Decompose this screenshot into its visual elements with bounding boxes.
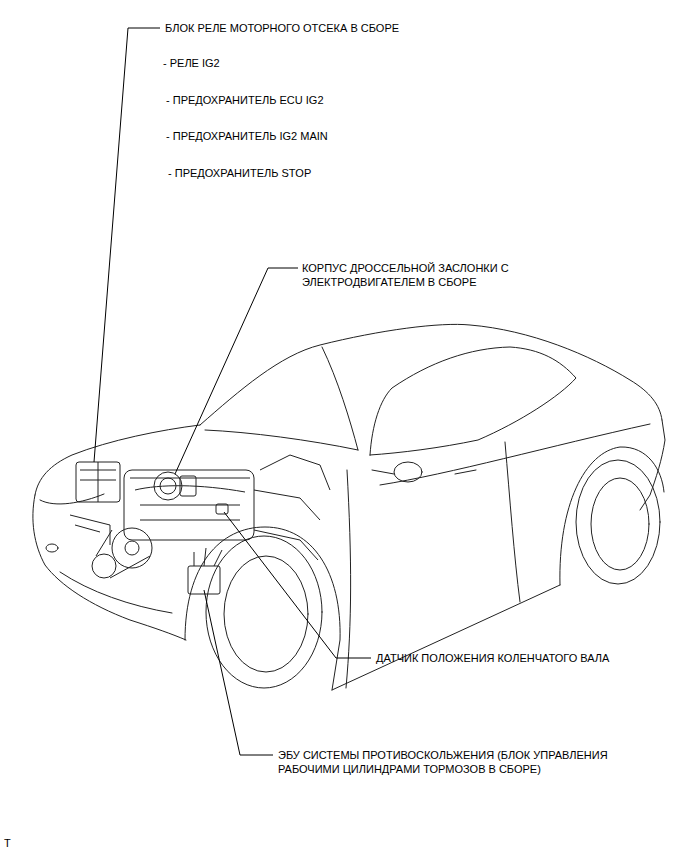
side-window — [370, 347, 576, 455]
door-handle — [455, 470, 476, 474]
mirror-stem — [372, 470, 394, 474]
abs-unit — [188, 566, 220, 594]
engine-block — [124, 470, 254, 540]
part-label: КОРПУС ДРОССЕЛЬНОЙ ЗАСЛОНКИ С ЭЛЕКТРОДВИ… — [302, 261, 527, 289]
roof-line — [200, 324, 662, 425]
leader-line — [175, 268, 298, 474]
leader-line — [94, 28, 160, 462]
throttle-motor — [180, 476, 196, 496]
lower-grille — [60, 572, 172, 613]
part-label: ДАТЧИК ПОЛОЖЕНИЯ КОЛЕНЧАТОГО ВАЛА — [376, 651, 609, 665]
windshield-base — [205, 430, 358, 450]
part-label: - ПРЕДОХРАНИТЕЛЬ ECU IG2 — [166, 93, 324, 107]
rear-wheel-arch — [560, 447, 664, 585]
pulley — [112, 528, 152, 568]
pulley — [92, 554, 116, 578]
car-body — [33, 324, 665, 690]
part-label: - ПРЕДОХРАНИТЕЛЬ IG2 MAIN — [166, 129, 328, 143]
front-rim — [224, 556, 308, 672]
side-sill — [332, 585, 560, 690]
door-front-edge — [346, 470, 351, 688]
part-label: - ПРЕДОХРАНИТЕЛЬ STOP — [168, 166, 311, 180]
rear-wheel — [576, 460, 660, 584]
engine-details — [254, 455, 330, 560]
throttle-body — [154, 472, 182, 500]
brake-lines — [194, 548, 222, 566]
a-pillar — [322, 347, 358, 450]
fog-lamp — [46, 544, 58, 552]
hood — [35, 425, 200, 495]
front-bumper — [33, 495, 186, 640]
door-rear-edge — [505, 442, 520, 602]
rear-rim — [591, 478, 649, 570]
leader-line — [204, 590, 273, 755]
part-label: T — [4, 836, 11, 850]
part-label: БЛОК РЕЛЕ МОТОРНОГО ОТСЕКА В СБОРЕ — [165, 21, 399, 35]
throttle-bore — [160, 478, 176, 494]
drive-belt — [96, 530, 150, 578]
pulley-hub — [125, 541, 139, 555]
leader-line — [224, 512, 371, 658]
relay-block — [76, 462, 120, 502]
part-label: ЭБУ СИСТЕМЫ ПРОТИВОСКОЛЬЖЕНИЯ (БЛОК УПРА… — [278, 748, 663, 776]
front-wheel — [206, 536, 322, 688]
radiator — [70, 515, 110, 545]
leader-lines — [94, 28, 371, 755]
part-label: - РЕЛЕ IG2 — [163, 56, 220, 70]
crank-sensor — [216, 504, 228, 514]
relay-block-lid — [80, 462, 116, 502]
engine-bay — [70, 455, 330, 594]
character-line — [380, 424, 650, 485]
intake-manifold — [130, 478, 250, 520]
headlight — [40, 494, 104, 504]
side-mirror — [394, 462, 422, 482]
